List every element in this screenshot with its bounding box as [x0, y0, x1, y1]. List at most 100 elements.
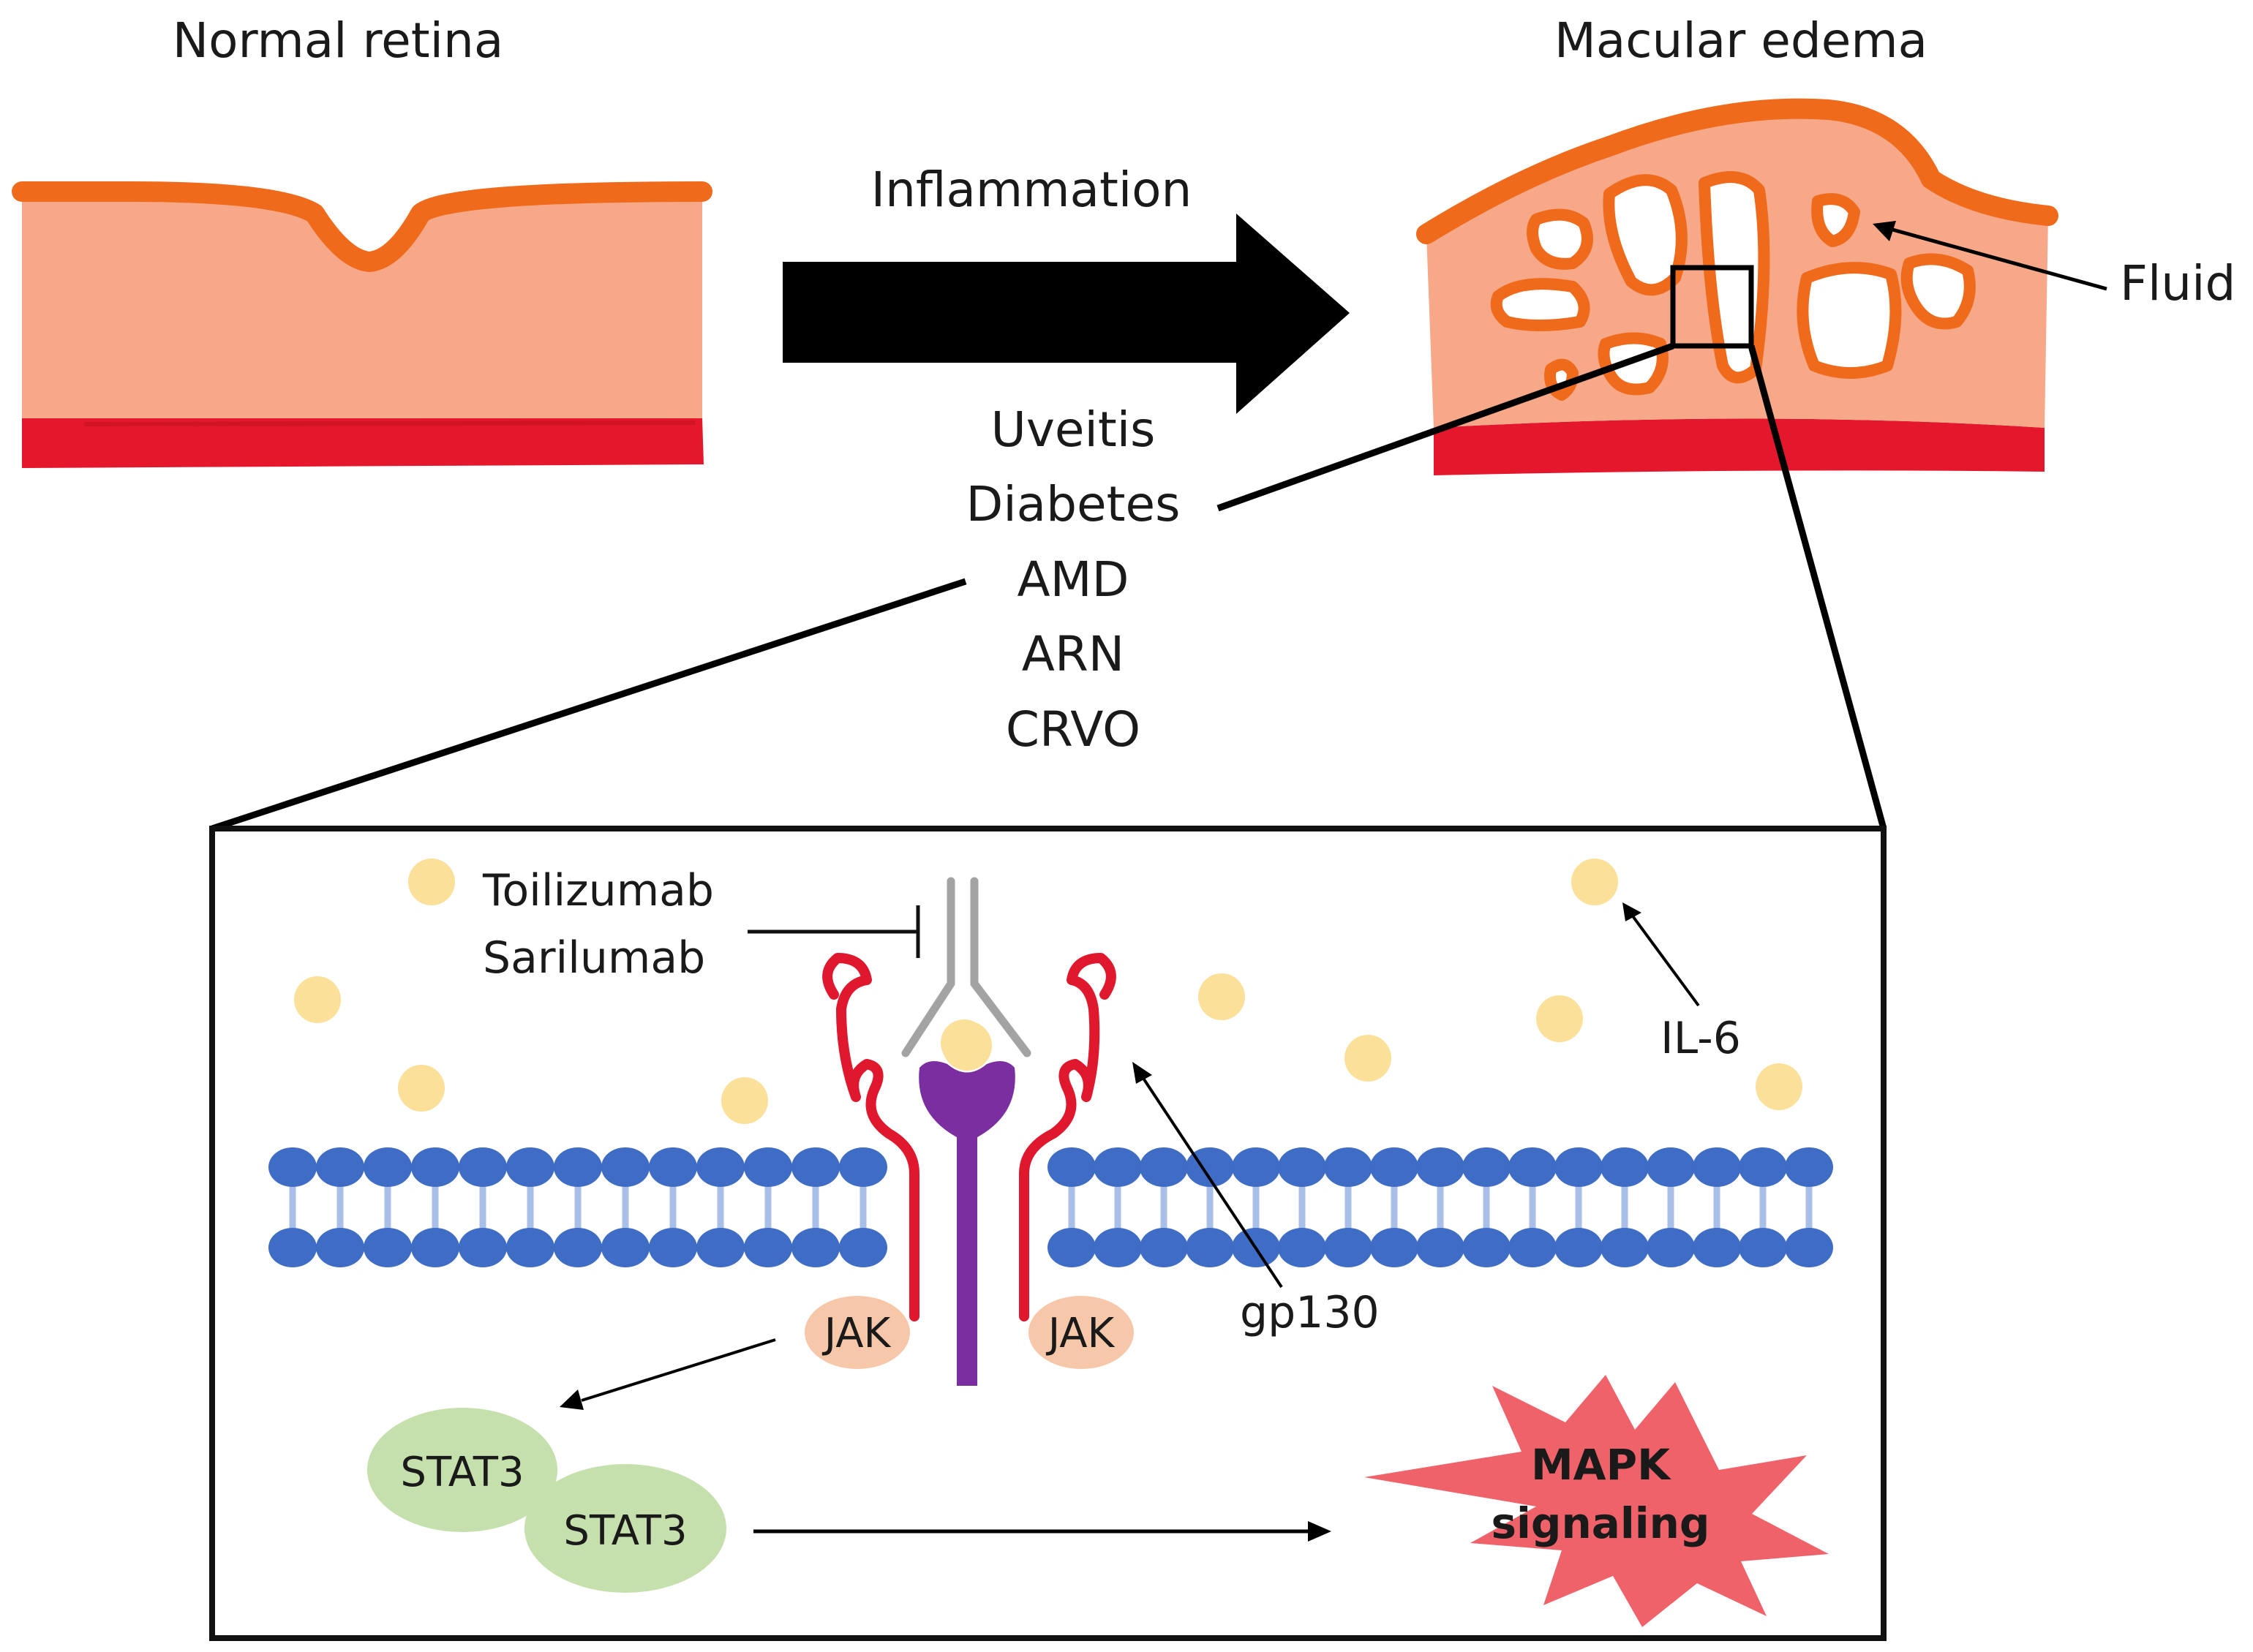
- lipid-head: [411, 1228, 459, 1267]
- lipid-head: [1278, 1147, 1326, 1187]
- il6-pointer-head: [1622, 902, 1641, 921]
- stat3-to-mapk-head: [1308, 1521, 1331, 1542]
- lipid-head: [506, 1228, 554, 1267]
- lipid-head: [1370, 1147, 1418, 1187]
- lipid-head: [411, 1147, 459, 1187]
- lipid-head: [1232, 1147, 1280, 1187]
- drug-sarilumab: Sarilumab: [483, 932, 705, 984]
- lipid-head: [839, 1147, 887, 1187]
- fluid-cysts: [1490, 171, 1976, 401]
- lipid-head: [1554, 1228, 1603, 1267]
- lipid-head: [1324, 1228, 1372, 1267]
- jak-left: JAK: [805, 1296, 910, 1369]
- lipid-head: [744, 1147, 792, 1187]
- lipid-head: [1785, 1147, 1833, 1187]
- lipid-head: [1508, 1228, 1557, 1267]
- lipid-head: [601, 1147, 650, 1187]
- lipid-head: [1693, 1228, 1741, 1267]
- fluid-pointer-line: [1887, 226, 2107, 291]
- lipid-head: [364, 1228, 412, 1267]
- il6-molecule: [408, 859, 455, 905]
- zoom-connector-right: [1748, 344, 1887, 830]
- jak-right-label: JAK: [1046, 1310, 1116, 1357]
- normal-retina-base: [22, 418, 704, 468]
- lipid-head: [1601, 1228, 1649, 1267]
- cell-membrane: [268, 1147, 1833, 1267]
- inhibition-marker: [748, 905, 920, 958]
- lipid-head: [1094, 1228, 1142, 1267]
- lipid-head: [601, 1228, 650, 1267]
- lipid-head: [649, 1147, 697, 1187]
- stat3-label-b: STAT3: [563, 1507, 687, 1555]
- lipid-head: [1416, 1228, 1464, 1267]
- lipid-head: [791, 1147, 840, 1187]
- lipid-head: [1647, 1147, 1695, 1187]
- mapk-signaling-burst: MAPK signaling: [1364, 1375, 1829, 1627]
- fluid-cyst: [1811, 193, 1860, 247]
- lipid-head: [839, 1228, 887, 1267]
- jak-right: JAK: [1028, 1296, 1134, 1369]
- cause-arn: ARN: [1022, 626, 1124, 682]
- fluid-cyst: [1900, 253, 1976, 330]
- lipid-head: [1140, 1228, 1188, 1267]
- cause-amd: AMD: [1018, 551, 1129, 608]
- lipid-head: [1186, 1228, 1234, 1267]
- lipid-head: [1508, 1147, 1557, 1187]
- lipid-head: [791, 1228, 840, 1267]
- normal-retina-illustration: [12, 181, 712, 468]
- lipid-head: [1416, 1147, 1464, 1187]
- il6-receptor: [919, 1061, 1015, 1386]
- lipid-head: [1693, 1147, 1741, 1187]
- jak-left-label: JAK: [822, 1310, 892, 1357]
- normal-retina-base-line: [83, 420, 696, 426]
- il6-molecule: [398, 1065, 445, 1112]
- lipid-head: [554, 1228, 602, 1267]
- mapk-label-line1: MAPK: [1531, 1440, 1671, 1490]
- gp130-pointer-head: [1132, 1062, 1152, 1084]
- inflammation-label: Inflammation: [871, 162, 1192, 218]
- lipid-head: [1094, 1147, 1142, 1187]
- il6-label: IL-6: [1660, 1013, 1741, 1064]
- lipid-head: [268, 1147, 317, 1187]
- lipid-head: [1324, 1147, 1372, 1187]
- lipid-head: [459, 1147, 507, 1187]
- macular-edema-title: Macular edema: [1554, 12, 1927, 69]
- lipid-head: [1370, 1228, 1418, 1267]
- lipid-head: [1140, 1147, 1188, 1187]
- il6-molecule: [1571, 859, 1618, 905]
- cause-diabetes: Diabetes: [966, 476, 1181, 532]
- il6-molecule: [1344, 1035, 1391, 1082]
- gp130-right: [1019, 953, 1116, 1321]
- fluid-cyst: [1598, 332, 1669, 396]
- normal-retina-title: Normal retina: [173, 12, 504, 69]
- zoom-box: [1670, 265, 1754, 349]
- fluid-cyst: [1527, 208, 1593, 270]
- macular-edema-illustration: [1416, 98, 2058, 475]
- lipid-head: [1462, 1147, 1511, 1187]
- lipid-head: [696, 1147, 745, 1187]
- normal-retina-surface: [12, 181, 712, 272]
- zoom-connector-left-lower: [211, 578, 967, 832]
- inflammation-arrow: [783, 214, 1350, 414]
- lipid-head: [1554, 1147, 1603, 1187]
- mapk-label-line2: signaling: [1492, 1498, 1710, 1548]
- lipid-head: [316, 1228, 364, 1267]
- lipid-head: [554, 1147, 602, 1187]
- normal-retina-tissue: [22, 192, 702, 418]
- lipid-head: [744, 1228, 792, 1267]
- gp130-pointer-line: [1140, 1074, 1283, 1289]
- fluid-pointer-head: [1873, 221, 1896, 241]
- gp130-label: gp130: [1240, 1287, 1380, 1338]
- lipid-head: [1278, 1228, 1326, 1267]
- lipid-head: [1186, 1147, 1234, 1187]
- zoom-connector-left: [1216, 342, 1674, 512]
- lipid-head: [1462, 1228, 1511, 1267]
- causes-list: Uveitis Diabetes AMD ARN CRVO: [966, 401, 1181, 758]
- cause-uveitis: Uveitis: [991, 401, 1156, 458]
- bound-il6: [942, 1021, 992, 1071]
- lipid-head: [1047, 1228, 1096, 1267]
- lipid-head: [268, 1228, 317, 1267]
- lipid-head: [1739, 1147, 1787, 1187]
- fluid-cyst: [1490, 278, 1590, 331]
- stat3-dimer: STAT3 STAT3: [367, 1408, 726, 1593]
